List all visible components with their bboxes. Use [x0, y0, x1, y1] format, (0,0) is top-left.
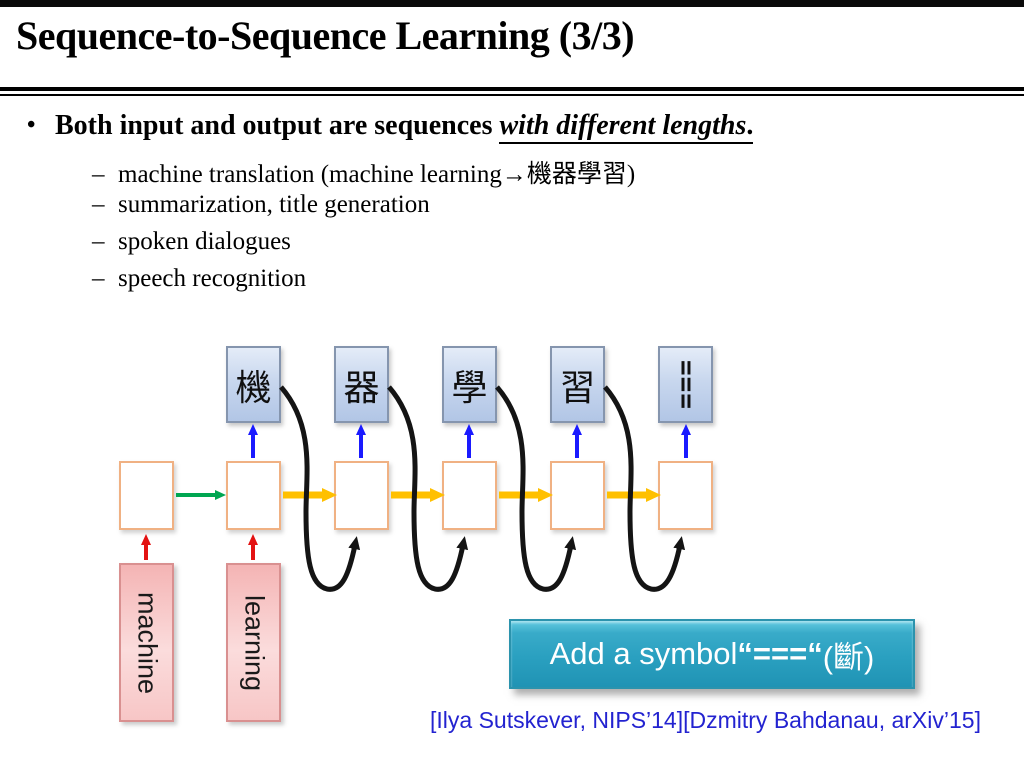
- input-word-box: learning: [226, 563, 281, 722]
- output-arrows: [248, 424, 691, 458]
- rnn-cell-box: [119, 461, 174, 530]
- input-arrows: [141, 534, 258, 560]
- sub-bullet-text: spoken dialogues: [118, 228, 291, 255]
- output-token-label: 習: [559, 367, 596, 408]
- sub-bullet-text: summarization, title generation: [118, 191, 430, 218]
- dash-marker: –: [92, 191, 105, 218]
- emphasis-text: with different lengths: [499, 110, 747, 141]
- output-token-box-end-symbol: ===: [658, 346, 713, 423]
- input-word-label: machine: [132, 591, 162, 694]
- period: .: [746, 110, 754, 141]
- rnn-cell-box: [658, 461, 713, 530]
- sub-bullet-text: speech recognition: [118, 265, 307, 292]
- rnn-cell-box: [226, 461, 281, 530]
- title-rule-thick: [0, 87, 1024, 91]
- main-bullet: • Both input and output are sequences wit…: [27, 110, 1007, 144]
- top-border-bar: [0, 0, 1024, 7]
- sub-bullet-speech-recognition: –speech recognition: [92, 265, 992, 293]
- output-token-box: 器: [334, 346, 389, 423]
- note-banner: Add a symbol “===“ (斷): [509, 619, 915, 689]
- banner-text-post: (斷): [822, 639, 875, 675]
- rnn-cell-box: [550, 461, 605, 530]
- output-token-label: 機: [235, 367, 272, 408]
- page-title: Sequence-to-Sequence Learning (3/3): [16, 13, 635, 58]
- dash-marker: –: [92, 228, 105, 255]
- dash-marker: –: [92, 161, 105, 188]
- rnn-cell-box: [334, 461, 389, 530]
- underlined-phrase: with different lengths.: [499, 110, 754, 144]
- output-token-box: 習: [550, 346, 605, 423]
- dash-marker: –: [92, 265, 105, 292]
- output-token-box: 學: [442, 346, 497, 423]
- bullet-lead-text: Both input and output are sequences: [55, 110, 500, 141]
- sub-bullet-text: machine translation (machine learning→機器…: [118, 161, 636, 188]
- banner-text-pre: Add a symbol: [549, 636, 738, 671]
- banner-symbol: “===“: [737, 636, 823, 671]
- citation: [Ilya Sutskever, NIPS’14][Dzmitry Bahdan…: [430, 707, 981, 733]
- sub-bullet-machine-translation: –machine translation (machine learning→機…: [92, 154, 992, 190]
- sub-bullet-summarization: –summarization, title generation: [92, 191, 992, 219]
- bullet-marker: •: [27, 112, 36, 138]
- title-rule-thin: [0, 94, 1024, 96]
- sub-bullet-spoken-dialogues: –spoken dialogues: [92, 228, 992, 256]
- rnn-cell-box: [442, 461, 497, 530]
- end-symbol-label: ===: [670, 359, 701, 410]
- output-token-label: 學: [451, 367, 488, 408]
- input-word-label: learning: [239, 594, 269, 691]
- output-token-label: 器: [343, 367, 380, 408]
- output-token-box: 機: [226, 346, 281, 423]
- input-word-box: machine: [119, 563, 174, 722]
